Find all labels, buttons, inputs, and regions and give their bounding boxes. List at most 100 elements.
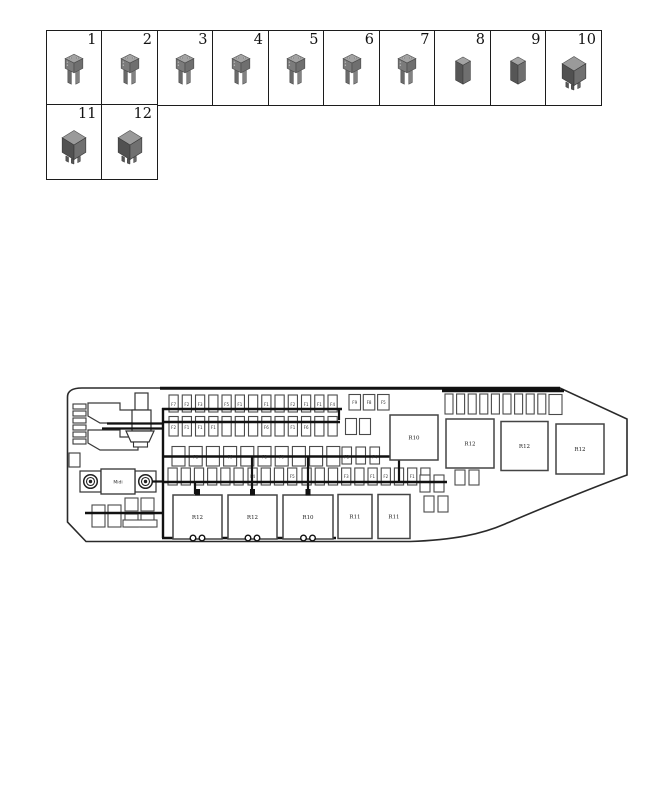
- bolt-terminal-cap: [134, 392, 149, 411]
- ring-terminal-dot: [88, 479, 93, 484]
- fuse-label: F2: [184, 402, 189, 407]
- fuse-label: F9: [352, 400, 357, 405]
- fuse-label: F1: [370, 474, 375, 479]
- bolt-terminal-flange: [125, 430, 155, 443]
- fuse-label: F8: [262, 455, 267, 460]
- fuse-slot: [122, 519, 158, 528]
- legend-cell-12: 12: [101, 104, 158, 180]
- relay-foot: [244, 534, 252, 542]
- relay-box-R11: [337, 493, 373, 540]
- relay-box-R12: [500, 420, 549, 472]
- fuse-slot: [107, 504, 122, 528]
- relay-icon: [555, 51, 593, 91]
- fuse-slot: [341, 467, 352, 486]
- connector-comb-finger: [72, 417, 87, 424]
- fuse-slot: [344, 417, 358, 436]
- fuse-slot: [514, 393, 524, 415]
- fuse-slot: [327, 394, 338, 413]
- fuse-slot: [300, 394, 312, 413]
- fuse-slot: [140, 497, 155, 512]
- fuse-slot: [367, 467, 378, 486]
- fuse-label: F5: [290, 474, 295, 479]
- legend-cell-number: 2: [142, 32, 152, 48]
- relay-pin: [195, 489, 200, 496]
- legend-cell-number: 1: [87, 32, 97, 48]
- blade-fuse-icon: [337, 50, 367, 92]
- fuse-label: F1: [304, 402, 309, 407]
- fuse-slot: [314, 467, 325, 486]
- relay-box-R11: [377, 493, 411, 540]
- legend-cell-1: 1: [45, 30, 103, 106]
- component-legend: 1 2 3 4 5 6: [45, 30, 602, 180]
- relay-pin: [250, 489, 255, 496]
- fuse-slot: [454, 469, 466, 486]
- relay-label: R11: [349, 515, 360, 521]
- fuse-slot: [124, 497, 139, 512]
- blade-fuse-icon: [226, 50, 256, 92]
- fuse-label: F9: [228, 455, 233, 460]
- relay-pin: [305, 489, 311, 496]
- fuse-slot: [467, 393, 477, 415]
- fuse-slot: [444, 393, 454, 415]
- blade-fuse-icon: [281, 50, 311, 92]
- relay-label: R12: [192, 515, 203, 521]
- connector-comb-finger: [72, 403, 87, 410]
- relay-icon: [55, 125, 93, 165]
- fuse-slot: [377, 393, 390, 411]
- fuse-slot: [314, 394, 325, 413]
- fuse-label: F3: [344, 455, 349, 460]
- fuse-label: F1: [410, 474, 415, 479]
- relay-box-R10: [282, 494, 334, 540]
- blade-fuse-icon: [59, 50, 89, 92]
- fuse-slot: [261, 394, 272, 413]
- fuse-slot: [91, 504, 106, 528]
- legend-cell-number: 11: [78, 106, 97, 122]
- fuse-slot: [537, 393, 547, 415]
- relay-label: R12: [574, 447, 585, 453]
- fuse-slot: [193, 467, 205, 486]
- box-fuse-icon: [449, 51, 477, 91]
- fuse-slot: [314, 415, 325, 437]
- fuse-slot: [180, 467, 191, 486]
- relay-foot: [253, 534, 261, 542]
- fuse-slot: [247, 415, 259, 437]
- fuse-slot: [168, 415, 179, 437]
- connector-comb-finger: [72, 438, 87, 445]
- legend-cell-6: 6: [323, 30, 380, 106]
- blade-fuse-icon: [170, 50, 200, 92]
- fuse-slot: [287, 394, 298, 413]
- fuse-slot: [327, 467, 339, 486]
- legend-cell-3: 3: [156, 30, 214, 106]
- blade-fuse-icon: [392, 50, 422, 92]
- fuse-slot: [234, 415, 245, 437]
- relay-foot: [308, 534, 316, 542]
- legend-cell-number: 8: [475, 32, 485, 48]
- fuse-slot: [260, 467, 271, 486]
- fuse-slot: [502, 393, 512, 415]
- fuse-label: F6: [304, 425, 309, 430]
- fuse-slot: [327, 415, 338, 437]
- fuse-label: F8: [367, 400, 372, 405]
- box-fuse-icon: [504, 51, 532, 91]
- fuse-label: F5: [224, 402, 229, 407]
- midi-fuse-label: Midi: [113, 480, 122, 486]
- connector-comb-finger: [72, 431, 87, 438]
- fuse-slot: [181, 394, 192, 413]
- relay-box-R12: [445, 418, 495, 469]
- legend-row: 1 2 3 4 5 6: [45, 30, 602, 106]
- fuse-label: F1: [198, 425, 203, 430]
- fuse-label: F9: [279, 455, 284, 460]
- relay-label: R11: [388, 515, 399, 521]
- legend-cell-number: 9: [531, 32, 541, 48]
- legend-cell-7: 7: [378, 30, 436, 106]
- fuse-slot: [525, 393, 535, 415]
- fuse-slot: [247, 394, 259, 413]
- fuse-slot: [348, 393, 362, 411]
- fuse-slot: [300, 415, 312, 437]
- fuse-slot: [221, 394, 232, 413]
- fuse-slot: [221, 415, 232, 437]
- fuse-label: F1: [211, 425, 216, 430]
- fuse-label: F4: [330, 402, 335, 407]
- fuse-slot: [548, 393, 563, 416]
- fuse-slot: [407, 467, 418, 486]
